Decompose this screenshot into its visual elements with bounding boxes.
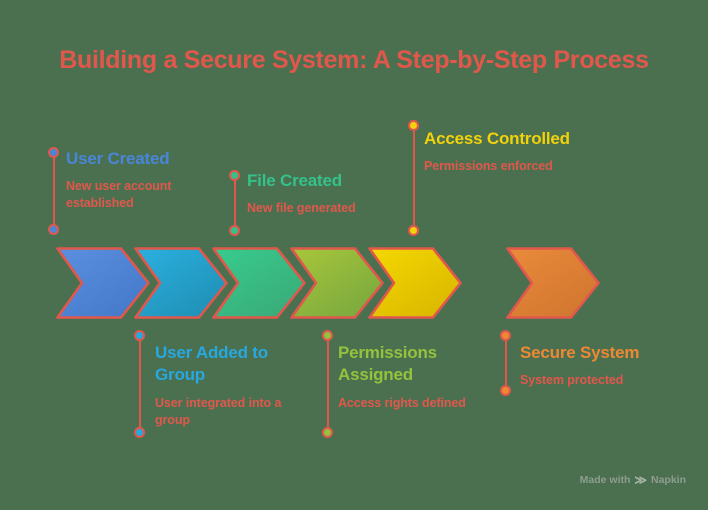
connector-line (234, 175, 236, 231)
connector-line (139, 335, 141, 433)
step-description-secure-system: System protected (520, 373, 624, 388)
connector-dot-bottom (229, 225, 240, 236)
step-description-permissions-assigned: Access rights defined (338, 395, 466, 410)
chevron-access-controlled[interactable] (367, 246, 463, 320)
watermark-brand-text: Napkin (650, 474, 686, 486)
page-title: Building a Secure System: A Step-by-Step… (59, 46, 649, 74)
connector-c-file-created (229, 170, 240, 236)
connector-line (413, 125, 415, 231)
chevron-user-added-to-group[interactable] (133, 246, 229, 320)
connector-line (53, 152, 55, 230)
step-title-secure-system: Secure System (520, 343, 640, 362)
chevron-shape-access-controlled (368, 247, 462, 319)
connector-dot-top (134, 330, 145, 341)
chevron-secure-system[interactable] (505, 246, 601, 320)
connector-c-secure-system (500, 330, 511, 396)
chevron-shape-permissions-assigned (290, 247, 384, 319)
connector-dot-bottom (500, 385, 511, 396)
chevron-shape-secure-system (506, 247, 600, 319)
connector-line (505, 335, 507, 391)
chevron-permissions-assigned[interactable] (289, 246, 385, 320)
watermark-made-with-text: Made with (579, 474, 631, 486)
connector-dot-bottom (134, 427, 145, 438)
connector-dot-top (48, 147, 59, 158)
connector-c-access-controlled (408, 120, 419, 236)
chevron-shape-user-created (56, 247, 150, 319)
step-description-file-created: New file generated (247, 201, 356, 216)
step-title-file-created: File Created (247, 171, 342, 190)
connector-line (327, 335, 329, 433)
chevron-shape-file-created (212, 247, 306, 319)
chevron-logo-icon: ≫ (634, 473, 647, 487)
step-description-access-controlled: Permissions enforced (424, 159, 553, 174)
chevron-user-created[interactable] (55, 246, 151, 320)
connector-c-permissions-assigned (322, 330, 333, 438)
connector-dot-top (229, 170, 240, 181)
connector-c-user-created (48, 147, 59, 235)
connector-c-user-added-to-group (134, 330, 145, 438)
napkin-watermark: Made with ≫ Napkin (580, 474, 686, 486)
step-title-user-created: User Created (66, 149, 170, 168)
connector-dot-bottom (48, 224, 59, 235)
step-description-user-added-to-group: User integrated into a group (155, 395, 282, 427)
connector-dot-top (408, 120, 419, 131)
connector-dot-top (322, 330, 333, 341)
step-title-permissions-assigned: Permissions Assigned (338, 343, 437, 385)
step-title-user-added-to-group: User Added to Group (155, 343, 268, 385)
chevron-shape-user-added-to-group (134, 247, 228, 319)
connector-dot-bottom (322, 427, 333, 438)
step-title-access-controlled: Access Controlled (424, 129, 570, 148)
connector-dot-bottom (408, 225, 419, 236)
connector-dot-top (500, 330, 511, 341)
chevron-file-created[interactable] (211, 246, 307, 320)
step-description-user-created: New user account established (66, 179, 172, 211)
